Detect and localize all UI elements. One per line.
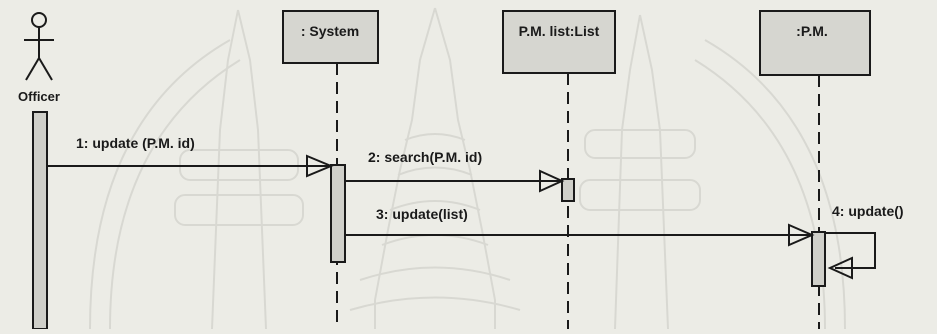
message-1: 1: update (P.M. id) bbox=[47, 135, 334, 178]
object-pm-label: :P.M. bbox=[796, 23, 828, 39]
object-pm-list-box bbox=[502, 10, 616, 74]
stick-figure-icon bbox=[24, 12, 54, 81]
message-4-label: 4: update() bbox=[832, 203, 904, 219]
actor-name: Officer bbox=[18, 89, 60, 104]
object-system: : System bbox=[282, 10, 379, 329]
message-4: 4: update() bbox=[825, 203, 904, 280]
message-1-label: 1: update (P.M. id) bbox=[76, 135, 195, 151]
message-2: 2: search(P.M. id) bbox=[345, 149, 565, 193]
object-system-box bbox=[282, 10, 379, 64]
object-pm-list: P.M. list:List bbox=[502, 10, 616, 329]
message-4-line bbox=[825, 232, 876, 269]
object-system-label: : System bbox=[301, 23, 359, 39]
message-4-arrowhead-icon bbox=[827, 256, 853, 280]
actor-officer: Officer bbox=[18, 12, 60, 330]
message-2-arrowhead-icon bbox=[539, 169, 565, 193]
actor-activation-bar bbox=[32, 111, 48, 330]
object-pm-list-label: P.M. list:List bbox=[519, 23, 600, 39]
message-3: 3: update(list) bbox=[345, 206, 815, 247]
pm-list-activation-bar bbox=[561, 178, 575, 202]
message-3-label: 3: update(list) bbox=[376, 206, 468, 222]
system-activation-bar bbox=[330, 164, 346, 263]
object-pm-box bbox=[759, 10, 871, 76]
object-pm: :P.M. bbox=[759, 10, 871, 329]
university-seal-watermark-icon bbox=[89, 7, 846, 330]
message-2-label: 2: search(P.M. id) bbox=[368, 149, 482, 165]
message-1-arrowhead-icon bbox=[306, 154, 334, 178]
pm-activation-bar bbox=[811, 231, 826, 287]
message-3-arrowhead-icon bbox=[788, 223, 815, 247]
